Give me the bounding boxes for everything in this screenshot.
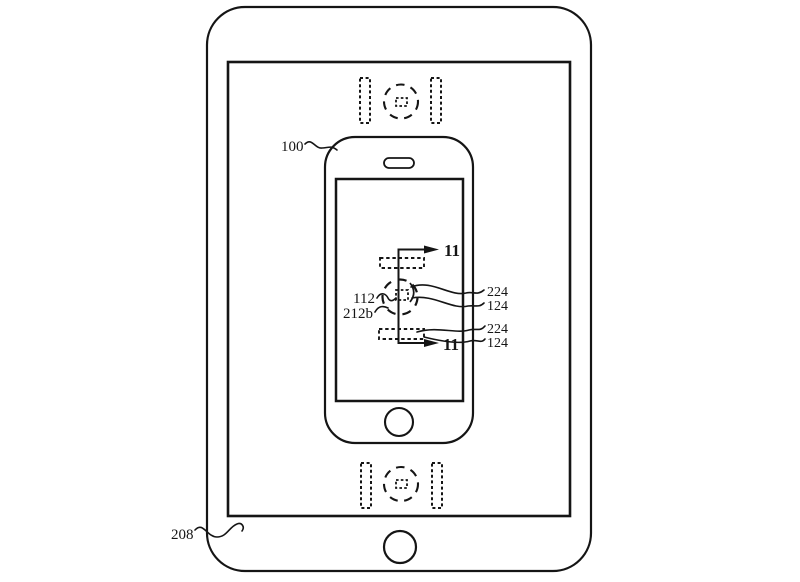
reference-numerals: 100 208 112 212b 224 124 224 124 11 11 [171,139,508,543]
tablet-device [205,5,593,573]
tablet-body-outline [205,5,593,573]
phone-upper-magnet-rect [379,257,425,269]
label-212b: 212b [343,306,373,322]
top-left-magnet-rect [359,77,371,124]
label-section-top-11: 11 [444,241,460,260]
bottom-alignment-circle [382,465,420,503]
phone-screen-outline [334,177,465,403]
bottom-right-magnet-rect [431,462,443,509]
label-112: 112 [353,291,375,307]
leader-upper-124 [411,296,485,308]
leader-upper-224 [410,284,485,295]
leader-lower-224 [416,325,486,333]
leader-tablet-208 [194,522,244,538]
leader-lower-124 [423,336,486,344]
bottom-alignment-inner-rect [395,479,408,489]
label-upper-124: 124 [487,299,508,314]
phone-internal-markers [378,245,439,347]
top-alignment-circle [382,83,420,120]
leader-212b [374,305,389,313]
label-lower-224: 224 [487,322,508,337]
phone-lower-magnet-rect [378,328,425,340]
inner-rect-bracket [409,282,415,303]
tablet-screen-outline [226,60,572,518]
section-cut-line [397,248,426,344]
tablet-bottom-alignment-markers [360,462,443,509]
tablet-home-button [382,529,418,565]
top-alignment-inner-rect [395,97,408,107]
phone-device [323,135,475,445]
label-upper-224: 224 [487,285,508,300]
label-tablet-208: 208 [171,527,194,543]
bottom-left-magnet-rect [360,462,372,509]
leader-112 [376,293,397,302]
label-section-bottom-11: 11 [443,335,459,354]
tablet-top-alignment-markers [359,77,442,124]
phone-alignment-inner-rect [395,289,409,301]
phone-home-button [383,406,415,438]
top-right-magnet-rect [430,77,442,124]
label-lower-124: 124 [487,336,508,351]
section-arrowhead-bottom [424,339,439,347]
phone-body-outline [323,135,475,445]
label-phone-100: 100 [281,139,304,155]
section-arrowhead-top [424,245,439,254]
phone-speaker [383,157,415,169]
leader-lines [194,141,486,538]
leader-phone-100 [304,141,338,151]
